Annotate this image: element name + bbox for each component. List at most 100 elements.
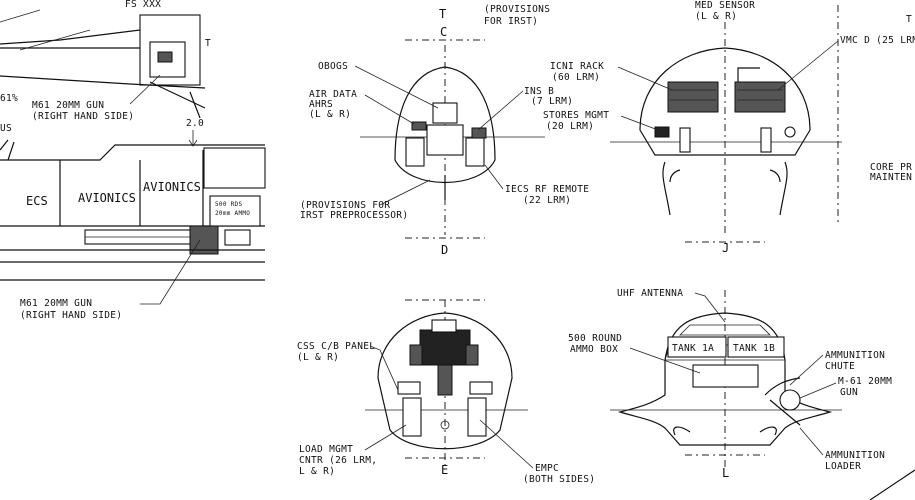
gun-bottom-label-1: M61 20MM GUN <box>20 298 92 309</box>
right-t-mark: T <box>906 14 912 25</box>
air-data-label-1: AIR DATA <box>309 89 357 100</box>
css-label-2: (L & R) <box>297 352 339 363</box>
stores-mgmt-box <box>654 126 670 138</box>
mid-contour <box>0 75 206 89</box>
provisions-label-1: (PROVISIONS FOR <box>300 200 390 211</box>
section-d-label: D <box>441 243 449 257</box>
gun-top-leader <box>129 74 161 105</box>
section-l-outline <box>617 312 833 446</box>
ins-b-label-2: (7 LRM) <box>531 96 573 107</box>
loader-label-2: LOADER <box>825 461 861 472</box>
tank-1b <box>727 336 785 358</box>
med-sensor-label-2: (L & R) <box>695 11 737 22</box>
stores-label-1: STORES MGMT <box>543 110 609 121</box>
ammo-box-label-2: AMMO BOX <box>570 344 618 355</box>
corner-fragment <box>869 469 915 500</box>
load-label-3: L & R) <box>299 466 335 477</box>
gear-wheel <box>784 126 796 138</box>
gun-top-label-2: (RIGHT HAND SIDE) <box>32 111 134 122</box>
core-label-1: CORE PR <box>870 162 912 173</box>
gun-housing <box>157 51 173 63</box>
chute-label-1: AMMUNITION <box>825 350 885 361</box>
ammo-box-leader <box>629 347 701 374</box>
provisions-label-2: IRST PREPROCESSOR) <box>300 210 408 221</box>
icni-rack <box>667 81 719 113</box>
ammo-box-section <box>692 364 759 388</box>
us-label: US <box>0 123 12 134</box>
empc-leader <box>479 419 534 469</box>
strut-2 <box>189 91 201 119</box>
chute-label-2: CHUTE <box>825 361 855 372</box>
section-d: T (PROVISIONS FOR IRST) C OBOGS AIR DATA… <box>300 4 589 257</box>
section-e: CSS C/B PANEL (L & R) LOAD MGMT CNTR (26… <box>297 299 595 485</box>
ammo-box-label-1: 500 RDS <box>215 201 242 208</box>
load-label-1: LOAD MGMT <box>299 444 353 455</box>
section-l-label: L <box>722 466 730 480</box>
air-data-box <box>411 121 427 131</box>
section-l: TANK 1A TANK 1B UHF ANTENNA 500 ROUND AM… <box>568 288 892 480</box>
dim-arrowhead <box>188 139 198 147</box>
ammo-box-label-2: 20mm AMMO <box>215 210 250 217</box>
dim-label: 2.0 <box>186 118 204 129</box>
ahrs-left <box>405 137 425 167</box>
section-j-outline <box>639 47 811 156</box>
air-data-label-2: AHRS <box>309 99 333 110</box>
css-label-1: CSS C/B PANEL <box>297 341 375 352</box>
right-gear-leg <box>769 161 788 216</box>
uhf-leader <box>694 292 726 323</box>
lmc-right <box>467 397 487 437</box>
lmc-left <box>402 397 422 437</box>
gun-barrel-end <box>779 389 801 411</box>
vmc-rack <box>734 81 786 113</box>
fuselage-top-line <box>0 144 265 161</box>
section-d-top-letter: T <box>439 7 447 21</box>
med-sensor-label-1: MED SENSOR <box>695 0 755 11</box>
empc-label-1: EMPC <box>535 463 559 474</box>
icni-leader <box>617 66 673 91</box>
obogs-unit <box>432 102 458 124</box>
cb-panel-right <box>469 381 493 395</box>
provisions-top-2: FOR IRST) <box>484 16 538 27</box>
section-e-label: E <box>441 463 449 477</box>
left-gear-leg <box>662 161 681 216</box>
center-fitting <box>440 420 450 430</box>
ins-b-label-1: INS B <box>524 86 554 97</box>
gun-breech <box>189 225 219 255</box>
tank-1a-label: TANK 1A <box>672 343 714 354</box>
left-actuator <box>679 127 691 153</box>
ecs-duct <box>437 364 453 396</box>
ammo-box-side <box>209 195 261 227</box>
ecs-side-right <box>465 344 479 366</box>
vmc-leader <box>777 40 839 91</box>
provisions-top-1: (PROVISIONS <box>484 4 550 15</box>
side-view-panel: FS XXX T 61% M61 20MM GUN (RIGHT HAND SI… <box>0 0 266 321</box>
diagonal-strut <box>149 81 206 109</box>
css-leader <box>369 345 399 391</box>
uhf-antenna-shape <box>679 324 771 336</box>
forward-bay <box>203 147 266 189</box>
cb-panel-left <box>397 381 421 395</box>
t-label: T <box>205 38 211 49</box>
iecs-label-2: (22 LRM) <box>523 195 571 206</box>
stores-label-2: (20 LRM) <box>546 121 594 132</box>
section-j-label: J <box>722 241 730 255</box>
ins-b-leader <box>477 90 524 131</box>
section-e-outline <box>377 312 513 450</box>
ecs-top <box>431 319 457 333</box>
gun-drive <box>224 229 251 246</box>
left-tick <box>0 139 15 161</box>
bay-avionics-1: AVIONICS <box>78 191 136 205</box>
gun-bottom-label-2: (RIGHT HAND SIDE) <box>20 310 122 321</box>
uhf-label: UHF ANTENNA <box>617 288 683 299</box>
ahrs-right <box>465 137 485 167</box>
ammo-loader <box>769 399 801 426</box>
bay-avionics-2: AVIONICS <box>143 180 201 194</box>
empc-label-2: (BOTH SIDES) <box>523 474 595 485</box>
obogs-label: OBOGS <box>318 61 348 72</box>
ecs-pack <box>419 329 471 366</box>
loader-leader <box>799 427 824 456</box>
tank-1b-label: TANK 1B <box>733 343 775 354</box>
air-data-leader <box>364 94 415 125</box>
chute-leader <box>789 354 824 386</box>
upper-contour <box>0 29 141 45</box>
